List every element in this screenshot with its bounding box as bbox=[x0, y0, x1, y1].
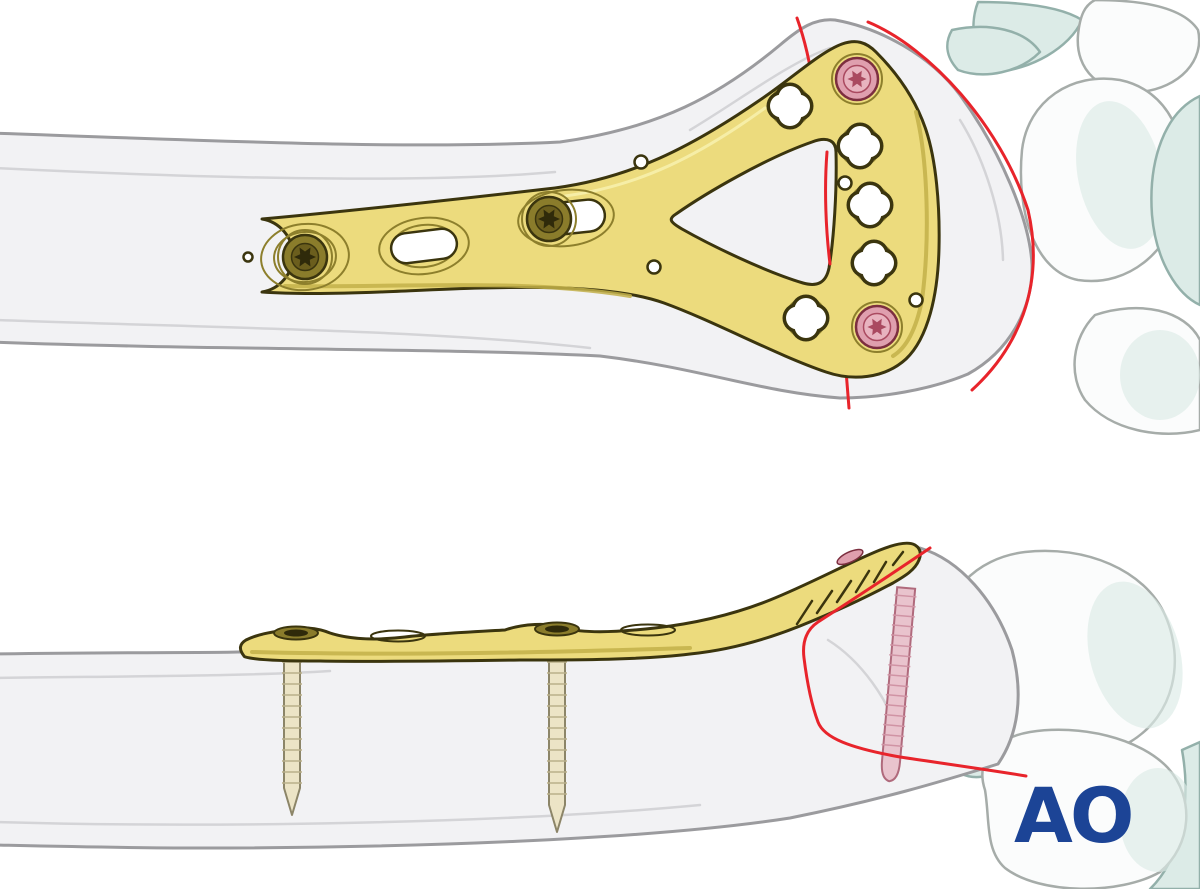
cortex-screws-lateral bbox=[282, 649, 567, 833]
volar-plate-dorsal bbox=[242, 40, 941, 379]
bone-contour bbox=[0, 318, 592, 350]
fracture-line bbox=[866, 20, 1035, 392]
screw-threads bbox=[282, 661, 302, 784]
fracture-line-through-window bbox=[824, 150, 832, 266]
cortex-screw-head bbox=[520, 190, 578, 248]
fracture-line-lateral bbox=[802, 546, 1028, 778]
screw-head-detail bbox=[284, 629, 308, 637]
carpal-bones-dorsal bbox=[946, 0, 1200, 435]
plate-shading bbox=[283, 283, 632, 298]
dorsal-view bbox=[0, 0, 1200, 435]
plate-shading bbox=[250, 646, 692, 656]
bone-contour bbox=[688, 46, 832, 132]
carpal-shading bbox=[1087, 581, 1183, 729]
bone-contour bbox=[0, 803, 702, 826]
locking-hole-cluster bbox=[766, 82, 898, 342]
carpal-bone bbox=[1150, 94, 1200, 307]
lateral-view bbox=[0, 541, 1200, 889]
screw-threads bbox=[547, 661, 567, 795]
carpal-shading bbox=[1076, 101, 1164, 249]
carpal-shading bbox=[1120, 330, 1200, 420]
locking-screw-pink bbox=[830, 52, 884, 106]
screw-head-detail bbox=[545, 625, 569, 633]
locking-screw-lateral-pink bbox=[880, 586, 917, 783]
locking-screw-pink bbox=[850, 300, 904, 354]
empty-slot-profile bbox=[370, 629, 426, 643]
plate-highlight bbox=[563, 106, 767, 198]
plate-profile bbox=[239, 541, 922, 663]
cortex-screw-head bbox=[276, 228, 334, 286]
locking-hole-edges bbox=[795, 550, 905, 626]
bone-contour bbox=[0, 166, 557, 180]
screw-threads bbox=[880, 594, 917, 758]
ao-logo-text: AO bbox=[1014, 771, 1131, 860]
bone-contour bbox=[958, 118, 1005, 262]
plate-shading bbox=[891, 110, 929, 358]
combi-hole-empty bbox=[389, 227, 459, 265]
kwire-holes bbox=[242, 154, 924, 308]
volar-plate-lateral bbox=[239, 541, 922, 663]
ao-logo: AO bbox=[1014, 771, 1134, 860]
carpal-shading bbox=[1120, 768, 1196, 872]
articular-disc bbox=[946, 25, 1042, 76]
empty-slot-profile bbox=[620, 623, 676, 637]
pink-screw-head-edge bbox=[836, 548, 864, 566]
cortex-screw-lateral bbox=[282, 649, 302, 816]
cortex-screw-lateral bbox=[547, 651, 567, 833]
